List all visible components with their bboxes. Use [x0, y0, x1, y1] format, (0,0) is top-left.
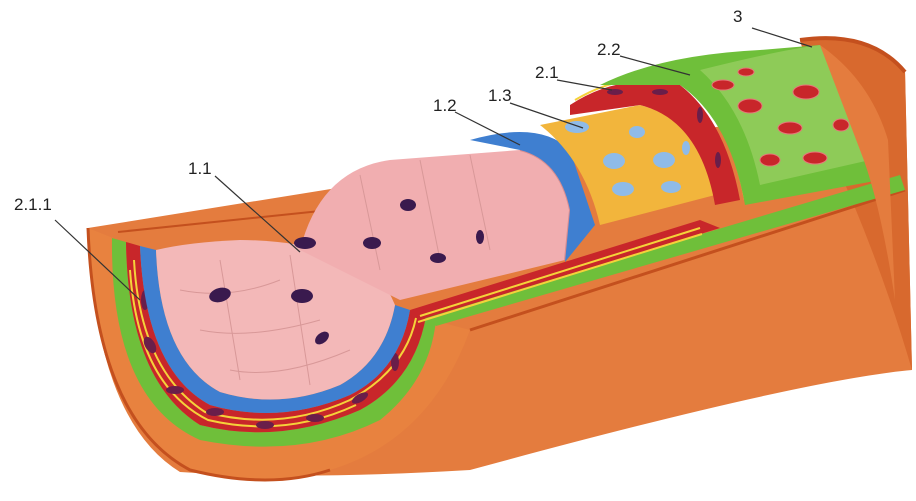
- label-1-2: 1.2: [433, 96, 457, 115]
- label-3: 3: [733, 7, 742, 26]
- label-2-1: 2.1: [535, 63, 559, 82]
- label-2-2: 2.2: [597, 40, 621, 59]
- label-1-1: 1.1: [188, 159, 212, 178]
- label-2-1-1: 2.1.1: [14, 195, 52, 214]
- label-1-3: 1.3: [488, 86, 512, 105]
- leader-3: [752, 28, 812, 47]
